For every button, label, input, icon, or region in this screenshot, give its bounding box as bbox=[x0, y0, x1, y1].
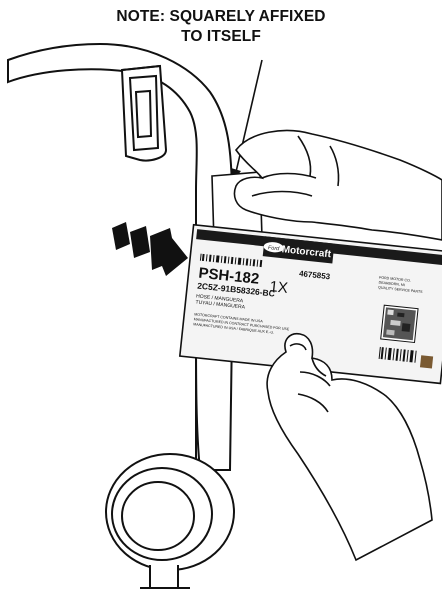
hose-clamp bbox=[122, 66, 166, 161]
hose-connector bbox=[106, 454, 234, 588]
wrap-direction-arrows bbox=[112, 222, 188, 276]
color-swatch bbox=[420, 355, 433, 368]
datamatrix-code bbox=[381, 305, 418, 342]
ford-logo-text: Ford bbox=[268, 245, 281, 252]
upper-hand bbox=[234, 131, 442, 240]
